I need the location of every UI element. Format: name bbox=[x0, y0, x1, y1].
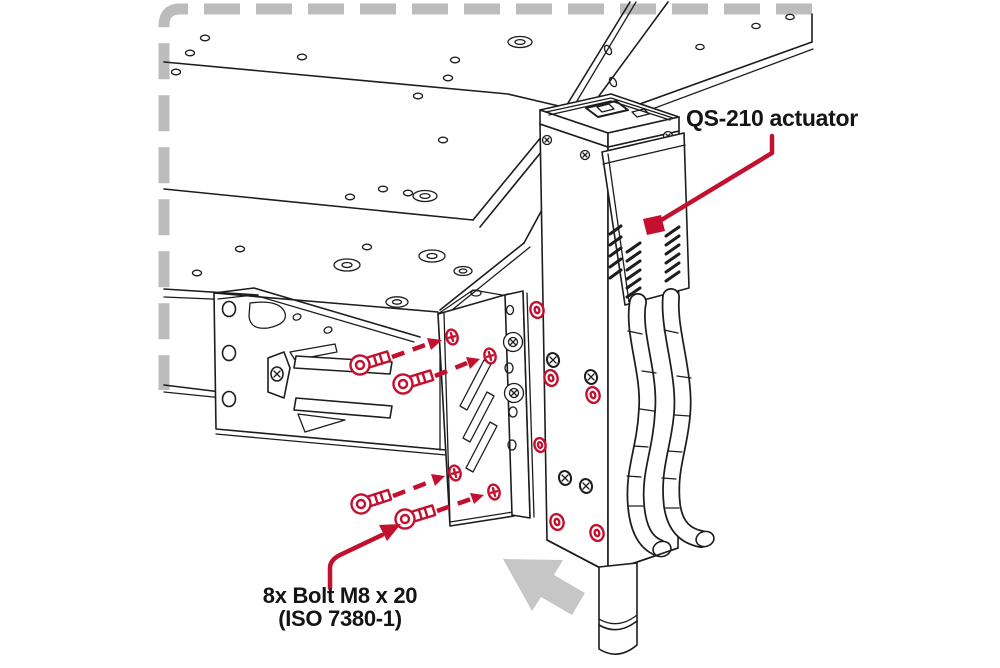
bolts-and-leaders bbox=[349, 328, 501, 530]
actuator-label: QS-210 actuator bbox=[686, 105, 858, 131]
bolt-spec-line2: (ISO 7380-1) bbox=[278, 606, 402, 631]
actuator-cables bbox=[626, 288, 715, 558]
vent-slats bbox=[608, 224, 681, 299]
actuator-callout-leader bbox=[643, 133, 775, 235]
actuator-screws bbox=[545, 352, 599, 494]
bracket-flange bbox=[502, 290, 535, 519]
table-underside-panel bbox=[163, 1, 814, 315]
mounting-plate bbox=[213, 287, 447, 456]
cable-segment-ticks bbox=[626, 329, 692, 509]
bolt bbox=[394, 504, 437, 530]
direction-arrow bbox=[503, 559, 585, 615]
panel-washers bbox=[333, 35, 533, 308]
bracket-vent-slots bbox=[459, 359, 498, 473]
logo-mark bbox=[585, 100, 650, 118]
actuator-bracket bbox=[437, 289, 515, 527]
bolt bbox=[392, 369, 435, 395]
bolt-callout-arrow bbox=[327, 524, 401, 591]
bolt-spec-label: 8x Bolt M8 x 20 (ISO 7380-1) bbox=[228, 584, 452, 630]
actuator bbox=[529, 93, 715, 655]
panel-holes bbox=[170, 13, 795, 277]
bolt-target bbox=[487, 483, 501, 501]
bolt bbox=[349, 350, 392, 376]
highlighted-bolt-holes bbox=[529, 300, 605, 543]
bolt-target bbox=[448, 464, 462, 482]
bolt bbox=[350, 488, 393, 515]
bolt-target bbox=[483, 347, 497, 365]
bolt-spec-line1: 8x Bolt M8 x 20 bbox=[262, 583, 418, 608]
actuator-rod bbox=[598, 562, 638, 655]
bolt-target bbox=[445, 328, 459, 346]
cutaway-boundary-dashes bbox=[158, 3, 812, 390]
